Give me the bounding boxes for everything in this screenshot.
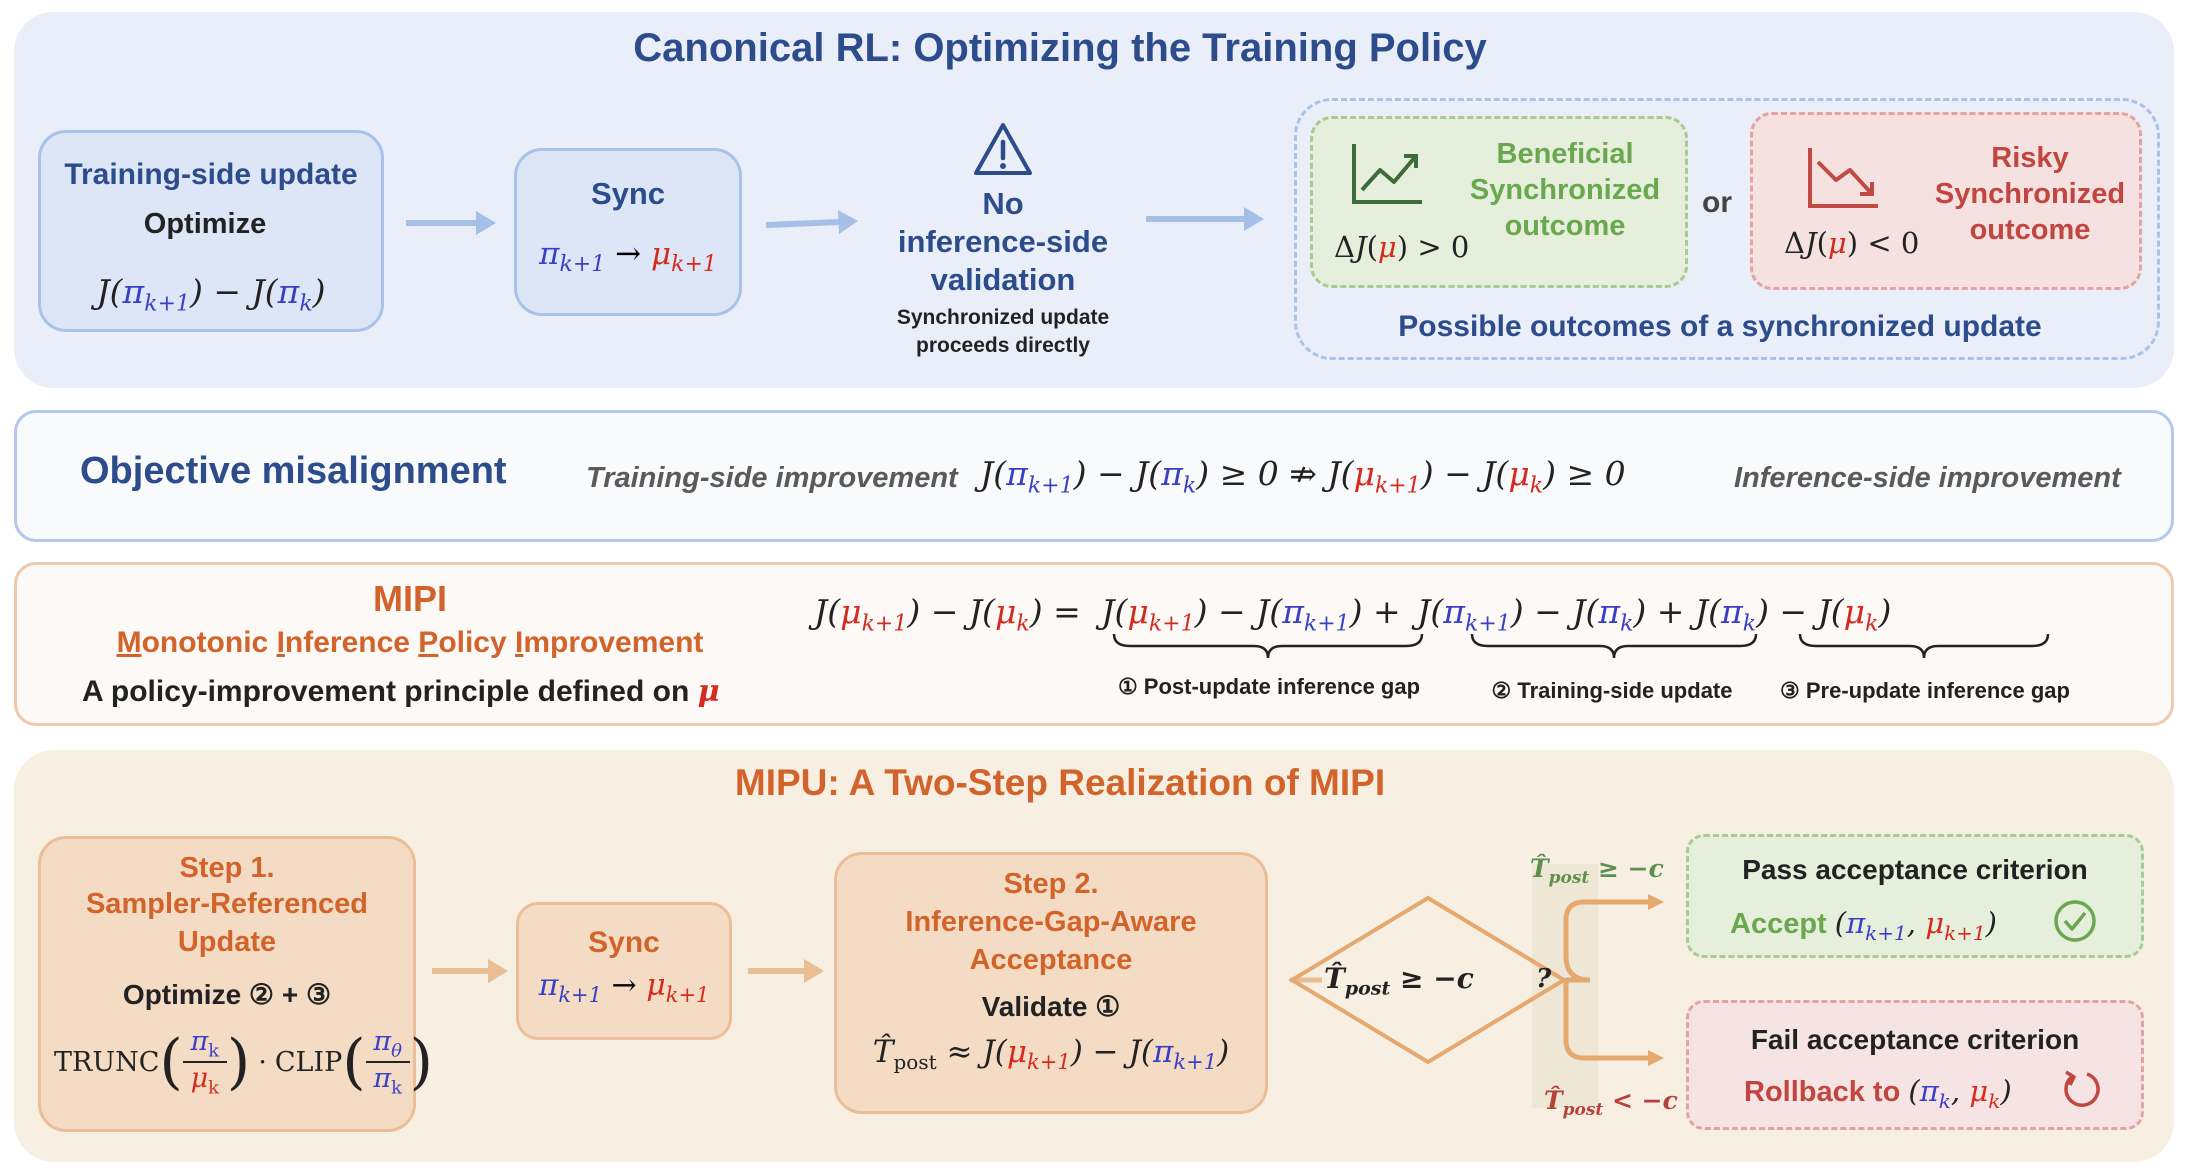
no-validation-line2: inference-side xyxy=(897,224,1109,259)
no-validation-line1: No xyxy=(982,186,1024,221)
risky-line2: Synchronized xyxy=(1934,178,2126,210)
arrow-sync-to-validation xyxy=(765,210,858,234)
step1-formula: TRUNC( πk μk ) ·CLIP( πθ πk ) xyxy=(54,1026,434,1099)
step2-box xyxy=(834,852,1268,1114)
risky-line1: Risky xyxy=(1991,142,2069,174)
beneficial-line2: Synchronized xyxy=(1469,174,1661,206)
mipu-title: MIPU: A Two-Step Realization of MIPI xyxy=(734,762,1386,803)
step1-optimize: Optimize ② + ③ xyxy=(122,979,332,1010)
term1-label: ① Post-update inference gap xyxy=(1117,674,1421,699)
step2-line3: Acceptance xyxy=(969,944,1133,976)
outcomes-caption: Possible outcomes of a synchronized upda… xyxy=(1398,310,2042,343)
no-validation-note2: proceeds directly xyxy=(916,334,1090,357)
misalignment-formula: J(πk+1) − J(πk) ≥ 0 ⇏ J(μk+1) − J(μk) ≥ … xyxy=(980,454,1626,499)
mipi-panel xyxy=(14,562,2174,726)
canonical-title: Canonical RL: Optimizing the Training Po… xyxy=(633,26,1487,70)
trend-down-icon xyxy=(1808,148,1878,208)
no-validation-note1: Synchronized update xyxy=(896,306,1110,329)
fail-box xyxy=(1686,1000,2144,1130)
training-update-formula: J(πk+1) − J(πk) xyxy=(96,272,326,317)
step1-line3: Update xyxy=(177,926,277,958)
sync-label-bottom: Sync xyxy=(588,926,660,959)
training-improvement-label: Training-side improvement xyxy=(586,462,958,494)
arrow-sync-to-step2 xyxy=(748,959,824,983)
fail-title: Fail acceptance criterion xyxy=(1750,1024,2080,1055)
check-circle-icon xyxy=(2054,900,2096,942)
step2-line2: Inference-Gap-Aware xyxy=(905,906,1197,938)
mipi-full-name: Monotonic Inference Policy Improvement xyxy=(80,626,740,660)
underbrace-term2 xyxy=(1470,633,1758,659)
pass-action: Accept (πk+1, μk+1) xyxy=(1730,906,1997,945)
beneficial-line3: outcome xyxy=(1504,210,1626,242)
outcomes-container xyxy=(1294,98,2160,360)
risky-condition: ΔJ(μ) < 0 xyxy=(1784,226,1920,260)
underbrace-term3 xyxy=(1798,633,2050,659)
training-update-optimize: Optimize xyxy=(143,208,267,240)
no-validation-line3: validation xyxy=(930,262,1076,297)
mipi-principle: A policy-improvement principle defined o… xyxy=(82,674,720,709)
step2-validate: Validate ① xyxy=(981,991,1121,1022)
step2-line1: Step 2. xyxy=(1003,868,1099,900)
arrow-step1-to-sync xyxy=(432,959,508,983)
beneficial-condition: ΔJ(μ) > 0 xyxy=(1334,230,1470,264)
term2-label: ② Training-side update xyxy=(1491,678,1733,703)
decision-flow xyxy=(1288,864,1664,1108)
risky-line3: outcome xyxy=(1969,214,2091,246)
sync-label-top: Sync xyxy=(590,176,666,211)
step1-line1: Step 1. xyxy=(179,852,275,884)
rollback-icon xyxy=(2064,1070,2100,1107)
step1-box xyxy=(38,836,416,1132)
misalignment-panel xyxy=(14,410,2174,542)
risky-outcome-box xyxy=(1750,112,2142,290)
beneficial-line1: Beneficial xyxy=(1496,138,1634,170)
decision-question: ? xyxy=(1536,964,1552,994)
decision-condition: T̂post ≥ −c xyxy=(1324,962,1474,1000)
term3-label: ③ Pre-update inference gap xyxy=(1780,678,2070,703)
step1-line2: Sampler-Referenced xyxy=(85,888,369,920)
pass-branch-label: T̂post ≥ −c xyxy=(1530,854,1664,888)
warning-icon xyxy=(974,123,1032,175)
sync-box-top xyxy=(514,148,742,316)
trend-up-icon xyxy=(1352,144,1422,204)
misalignment-title: Objective misalignment xyxy=(80,450,507,492)
sync-box-bottom xyxy=(516,902,732,1040)
accept-label: Accept xyxy=(1730,908,1827,940)
mipi-full-name-text: Monotonic Inference Policy Improvement xyxy=(116,626,704,659)
mipi-principle-text: A policy-improvement principle defined o… xyxy=(82,675,690,708)
training-update-box xyxy=(38,130,384,332)
rollback-label: Rollback to xyxy=(1744,1076,1901,1108)
sync-formula-top: πk+1 → μk+1 xyxy=(539,236,717,278)
fail-branch-label: T̂post < −c xyxy=(1544,1086,1678,1120)
or-label: or xyxy=(1702,186,1732,219)
mipi-title: MIPI xyxy=(372,578,447,619)
arrow-to-outcomes xyxy=(1146,207,1264,231)
sync-formula-bottom: πk+1 → μk+1 xyxy=(538,968,710,1007)
inference-improvement-label: Inference-side improvement xyxy=(1734,462,2121,494)
training-update-title: Training-side update xyxy=(64,158,358,191)
step2-formula: T̂post ≈ J(μk+1) − J(πk+1) xyxy=(872,1034,1230,1075)
arrow-training-to-sync xyxy=(406,211,496,235)
mipi-decomposition-formula: J(μk+1) − J(μk) = J(μk+1) − J(πk+1) + J(… xyxy=(814,592,1892,637)
fail-action: Rollback to (πk, μk) xyxy=(1744,1074,2012,1113)
pass-title: Pass acceptance criterion xyxy=(1742,854,2088,885)
underbrace-term1 xyxy=(1112,633,1424,659)
